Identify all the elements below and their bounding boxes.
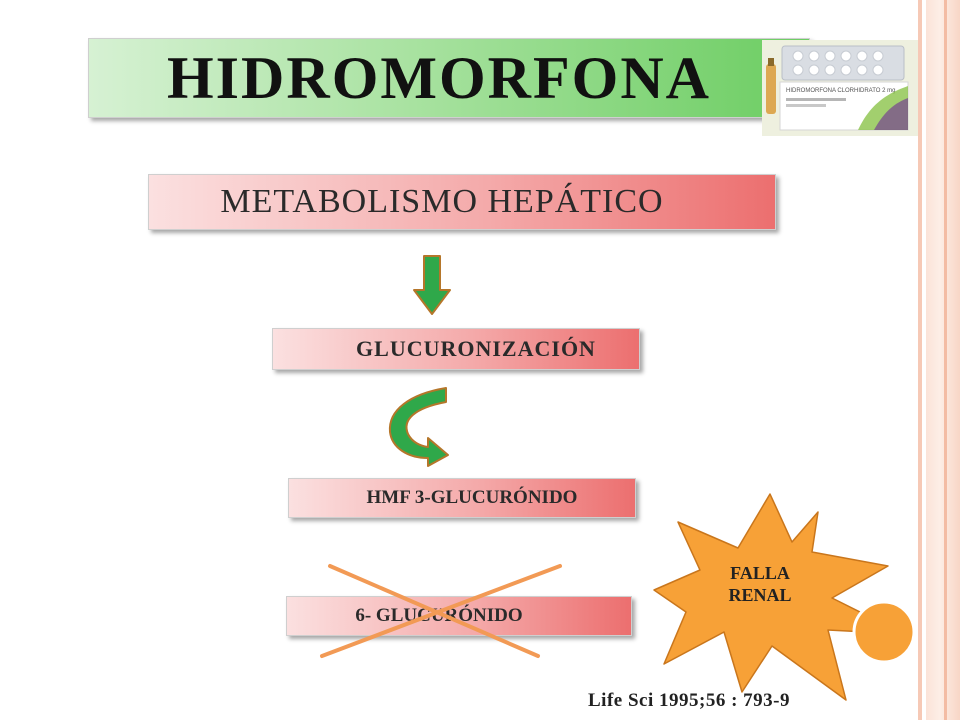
curved-arrow-icon xyxy=(388,387,449,467)
six-glucuronide-label: 6- GLUCURÓNIDO xyxy=(355,605,523,626)
right-border-band xyxy=(926,0,960,720)
falla-renal-starburst xyxy=(653,493,905,701)
down-arrow-icon xyxy=(413,255,451,315)
product-photo: HIDROMORFONA CLORHIDRATO 2 mg xyxy=(762,40,918,136)
cross-line-2 xyxy=(320,564,562,658)
glucuronidation-label: GLUCURONIZACIÓN xyxy=(356,336,596,361)
six-glucuronide-box: 6- GLUCURÓNIDO xyxy=(286,596,632,636)
citation: Life Sci 1995;56 : 793-9 xyxy=(588,690,790,711)
page-title: HIDROMORFONA xyxy=(167,44,711,111)
right-border-strip xyxy=(918,0,922,720)
hmf3-glucuronide-box: HMF 3-GLUCURÓNIDO xyxy=(288,478,636,518)
falla-renal-label: FALLA RENAL xyxy=(728,563,792,605)
metabolism-box: METABOLISMO HEPÁTICO xyxy=(148,174,776,230)
title-banner: HIDROMORFONA xyxy=(88,38,810,118)
product-box-label: HIDROMORFONA CLORHIDRATO 2 mg xyxy=(786,88,895,94)
decorative-circle xyxy=(852,600,916,664)
glucuronidation-box: GLUCURONIZACIÓN xyxy=(272,328,640,370)
metabolism-label: METABOLISMO HEPÁTICO xyxy=(220,183,664,220)
cross-line-1 xyxy=(328,564,540,658)
right-border-line xyxy=(944,0,947,720)
hmf3-glucuronide-label: HMF 3-GLUCURÓNIDO xyxy=(366,487,578,508)
